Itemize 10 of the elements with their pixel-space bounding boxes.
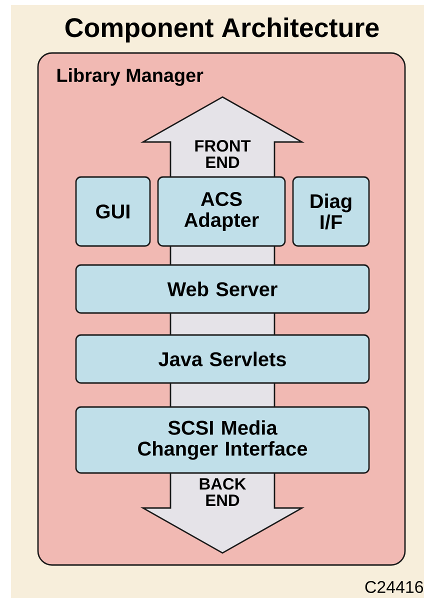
figure-code: C24416: [365, 581, 424, 593]
component-box: ACS Adapter: [157, 176, 286, 247]
component-box: SCSI Media Changer Interface: [75, 406, 370, 474]
component-box: Diag I/F: [292, 176, 370, 247]
component-box: Java Servlets: [75, 334, 370, 384]
title: Component Architecture: [65, 17, 379, 43]
arrow-label: FRONT END: [195, 140, 251, 168]
component-box: GUI: [75, 176, 151, 247]
component-box: Web Server: [75, 264, 370, 314]
arrow-label: BACK END: [200, 478, 246, 506]
